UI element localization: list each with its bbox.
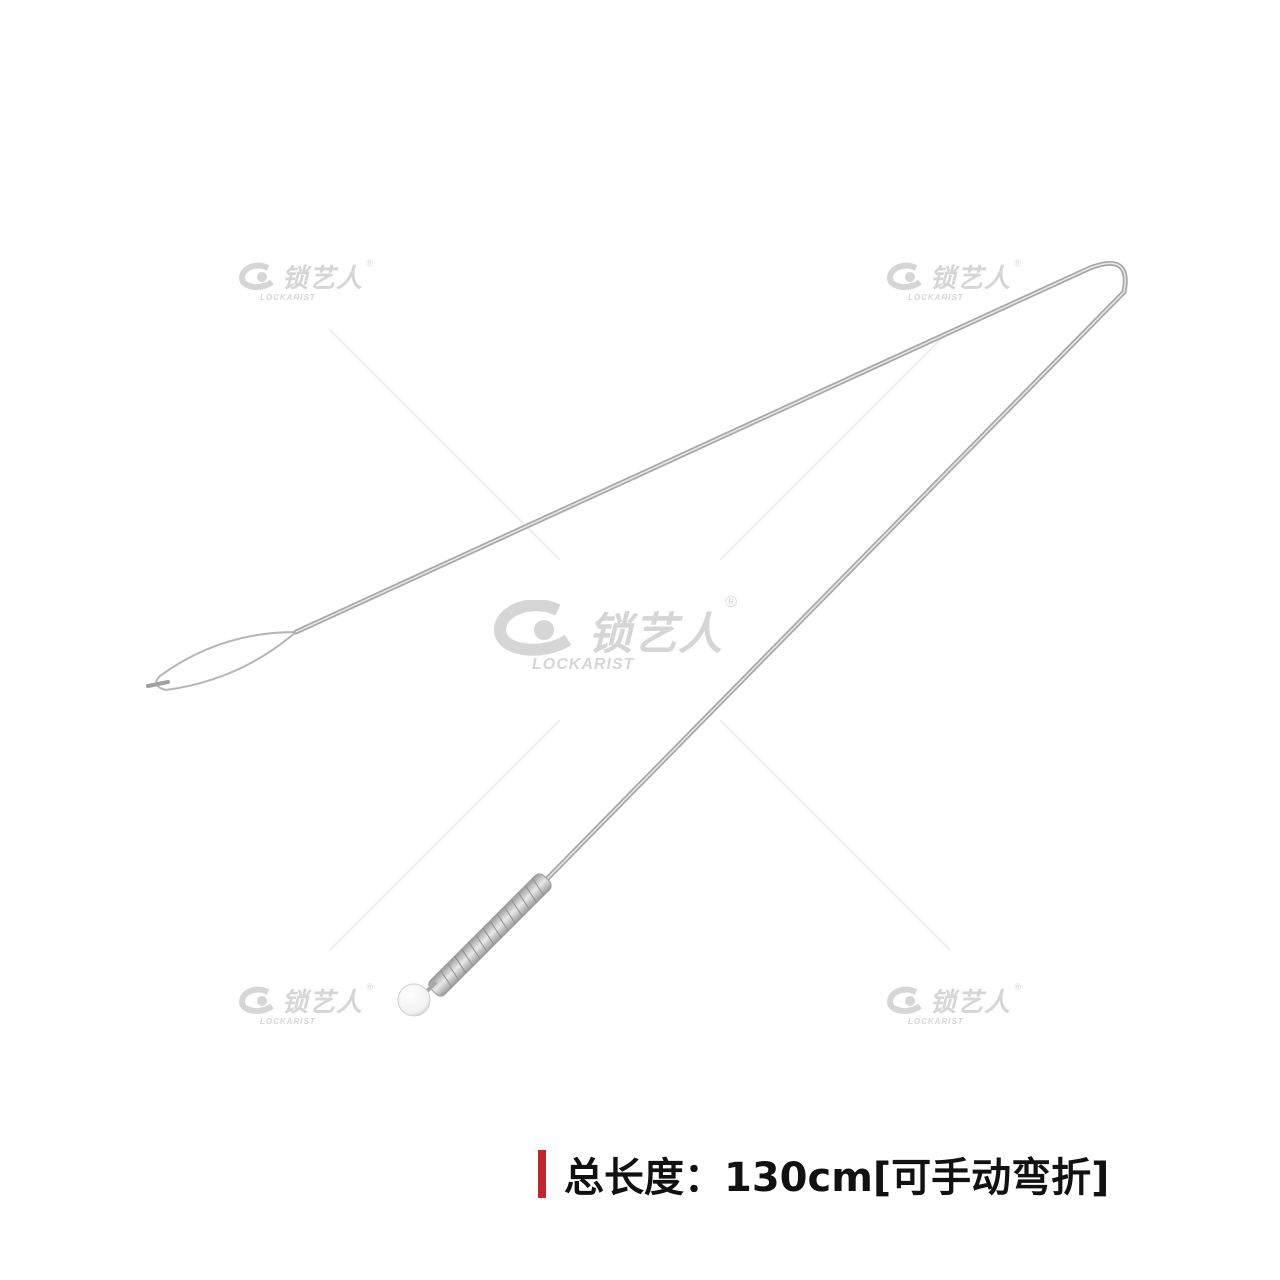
registered-mark: ®: [366, 258, 374, 268]
watermark-sub: LOCKARIST: [908, 1017, 964, 1026]
watermark-top-left: 锁艺人 ® LOCKARIST: [238, 258, 373, 302]
registered-mark: ®: [1014, 258, 1022, 268]
brand-logo-icon: [886, 262, 922, 290]
watermark-center: 锁艺人 ® LOCKARIST: [492, 594, 737, 674]
caption-text: 总长度：130cm[可手动弯折]: [564, 1155, 1110, 1201]
watermark-sub: LOCKARIST: [260, 1017, 316, 1026]
brand-logo-icon: [238, 986, 274, 1014]
watermark-brand: 锁艺人: [930, 264, 1012, 294]
wire-loop: [155, 631, 297, 692]
watermark-top-right: 锁艺人 ® LOCKARIST: [886, 258, 1021, 302]
watermark-bottom-left: 锁艺人 ® LOCKARIST: [238, 982, 373, 1026]
watermark-brand: 锁艺人: [282, 988, 364, 1018]
registered-mark: ®: [1014, 982, 1022, 992]
watermark-brand: 锁艺人: [282, 264, 364, 294]
watermark-brand: 锁艺人: [930, 988, 1012, 1018]
watermark-brand: 锁艺人: [588, 609, 723, 660]
registered-mark: ®: [725, 594, 737, 611]
caption: 总长度：130cm[可手动弯折]: [538, 1148, 1110, 1201]
ball-knob: [397, 983, 431, 1017]
brand-logo-icon: [238, 262, 274, 290]
registered-mark: ®: [366, 982, 374, 992]
watermark-sub: LOCKARIST: [908, 293, 964, 302]
brand-logo-icon: [493, 600, 572, 656]
spring-handle: [428, 873, 552, 997]
brand-logo-icon: [886, 986, 922, 1014]
watermark-bottom-right: 锁艺人 ® LOCKARIST: [886, 982, 1021, 1026]
watermark-sub: LOCKARIST: [532, 656, 635, 673]
watermark-sub: LOCKARIST: [260, 293, 316, 302]
caption-accent-bar: [538, 1150, 546, 1198]
